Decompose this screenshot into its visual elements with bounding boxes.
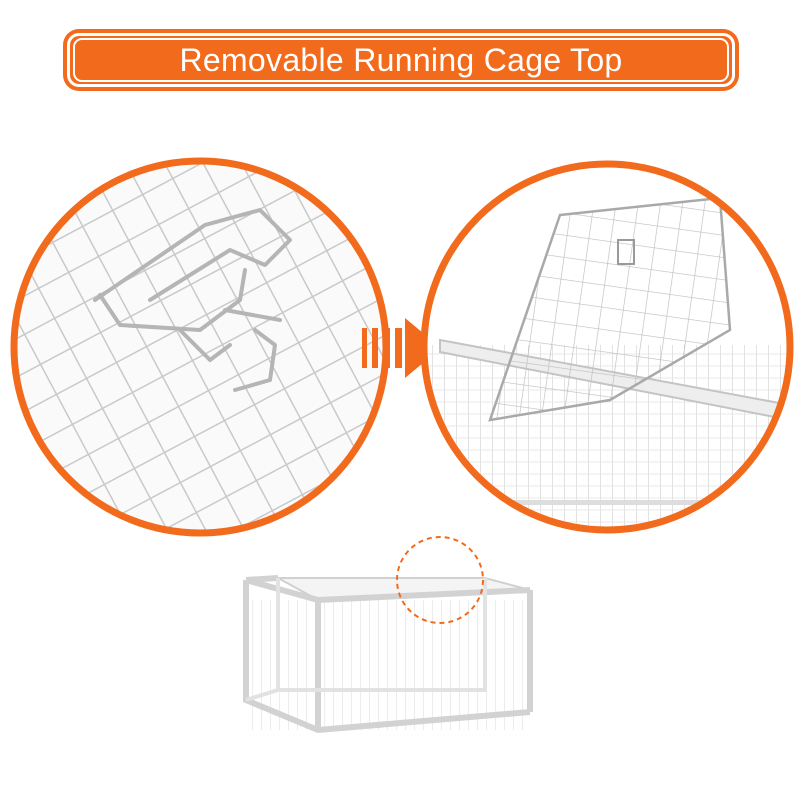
cage-top-lid-open xyxy=(488,196,732,422)
banner-title: Removable Running Cage Top xyxy=(179,41,623,78)
detail-highlight-circle xyxy=(396,536,484,624)
title-banner: Removable Running Cage Top xyxy=(67,33,735,87)
banner-border xyxy=(73,38,729,82)
cage-latch-closeup xyxy=(93,208,292,392)
right-detail-circle xyxy=(420,160,794,534)
left-detail-circle xyxy=(10,157,390,537)
rectangular-wire-cage xyxy=(243,536,533,734)
